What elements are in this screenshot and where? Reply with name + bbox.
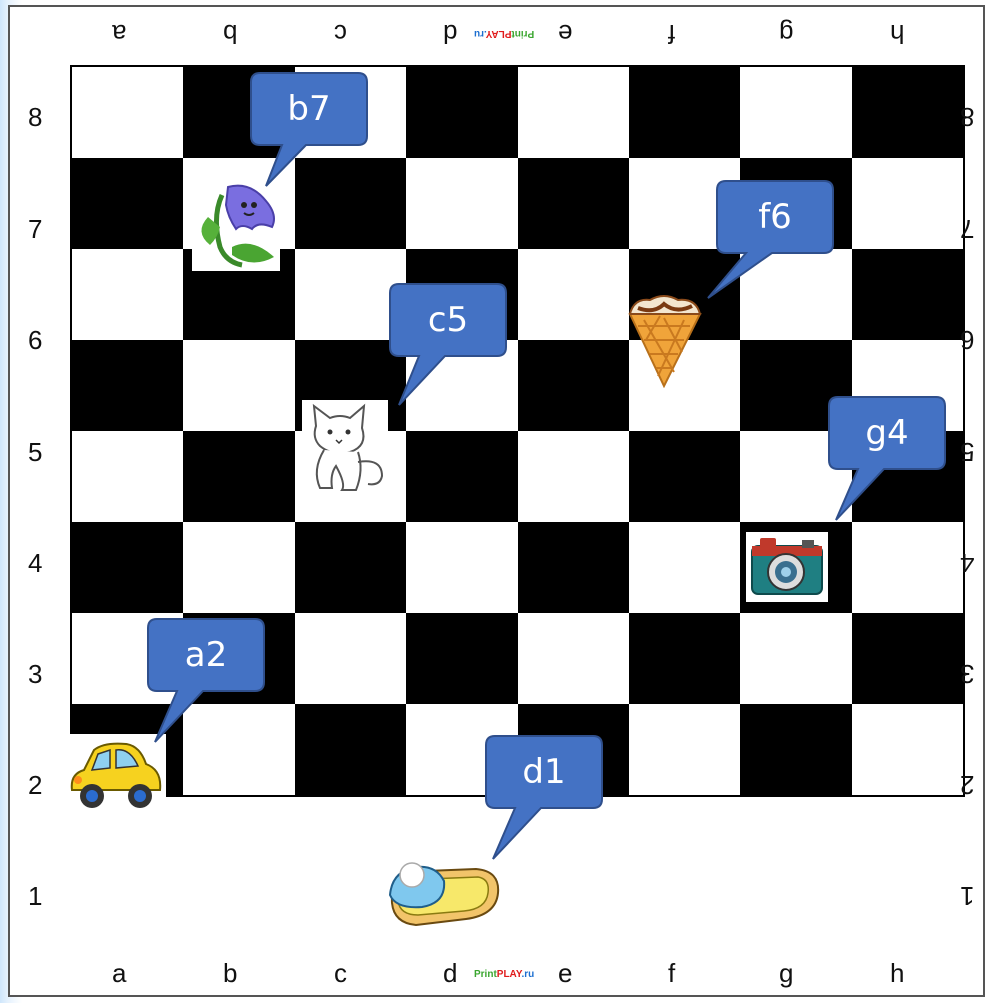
square-c2 — [295, 613, 406, 704]
file-label-bottom-b: b — [223, 960, 237, 986]
callout-g4: g4 — [828, 396, 946, 470]
rank-label-right-5: 5 — [960, 439, 974, 465]
square-d3 — [406, 522, 517, 613]
square-a4 — [72, 431, 183, 522]
square-a6 — [72, 249, 183, 340]
callout-f6: f6 — [716, 180, 834, 254]
callout-label: d1 — [485, 735, 603, 809]
square-e8 — [518, 67, 629, 158]
file-label-bottom-c: c — [334, 960, 347, 986]
square-a5 — [72, 340, 183, 431]
slipper-icon — [386, 845, 504, 939]
square-c3 — [295, 522, 406, 613]
rank-label-left-4: 4 — [28, 550, 42, 576]
watermark-top: PrintPLAY.ru — [474, 28, 534, 39]
square-h2 — [852, 613, 963, 704]
square-b4 — [183, 431, 294, 522]
square-d8 — [406, 67, 517, 158]
square-e2 — [518, 613, 629, 704]
rank-label-left-8: 8 — [28, 104, 42, 130]
square-d7 — [406, 158, 517, 249]
file-label-bottom-h: h — [890, 960, 904, 986]
rank-label-right-3: 3 — [960, 661, 974, 687]
file-label-top-b: b — [223, 21, 237, 47]
callout-b7: b7 — [250, 72, 368, 146]
file-label-top-c: c — [334, 21, 347, 47]
file-label-bottom-e: e — [558, 960, 572, 986]
file-label-top-a: a — [112, 21, 126, 47]
file-label-top-e: e — [558, 21, 572, 47]
square-f1 — [629, 704, 740, 795]
file-label-top-f: f — [668, 21, 675, 47]
square-c1 — [295, 704, 406, 795]
square-h7 — [852, 158, 963, 249]
file-label-bottom-f: f — [668, 960, 675, 986]
square-e4 — [518, 431, 629, 522]
file-label-top-d: d — [443, 21, 457, 47]
square-a8 — [72, 67, 183, 158]
callout-c5: c5 — [389, 283, 507, 357]
rank-label-right-2: 2 — [960, 772, 974, 798]
rank-label-left-3: 3 — [28, 661, 42, 687]
square-a7 — [72, 158, 183, 249]
watermark-bottom: PrintPLAY.ru — [474, 969, 534, 980]
kitten-icon — [302, 400, 388, 494]
square-d4 — [406, 431, 517, 522]
car-icon — [64, 734, 166, 820]
file-label-top-g: g — [779, 21, 793, 47]
rank-label-left-5: 5 — [28, 439, 42, 465]
rank-label-left-2: 2 — [28, 772, 42, 798]
square-f3 — [629, 522, 740, 613]
rank-label-left-7: 7 — [28, 216, 42, 242]
square-e6 — [518, 249, 629, 340]
square-b5 — [183, 340, 294, 431]
rank-label-right-1: 1 — [960, 883, 974, 909]
square-b3 — [183, 522, 294, 613]
callout-label: c5 — [389, 283, 507, 357]
file-label-top-h: h — [890, 21, 904, 47]
square-f8 — [629, 67, 740, 158]
square-b1 — [183, 704, 294, 795]
square-f4 — [629, 431, 740, 522]
square-g2 — [740, 613, 851, 704]
square-c7 — [295, 158, 406, 249]
rank-label-right-8: 8 — [960, 104, 974, 130]
rank-label-left-6: 6 — [28, 327, 42, 353]
callout-a2: a2 — [147, 618, 265, 692]
square-a3 — [72, 522, 183, 613]
square-e5 — [518, 340, 629, 431]
square-f2 — [629, 613, 740, 704]
square-e3 — [518, 522, 629, 613]
square-h3 — [852, 522, 963, 613]
callout-d1: d1 — [485, 735, 603, 809]
callout-label: g4 — [828, 396, 946, 470]
callout-label: f6 — [716, 180, 834, 254]
bellflower-icon — [192, 177, 280, 271]
square-d2 — [406, 613, 517, 704]
rank-label-right-6: 6 — [960, 327, 974, 353]
chessboard-frame: a b c d e f g h PrintPLAY.ru a b c d e f… — [8, 5, 985, 997]
file-label-bottom-g: g — [779, 960, 793, 986]
square-h6 — [852, 249, 963, 340]
square-h8 — [852, 67, 963, 158]
callout-label: a2 — [147, 618, 265, 692]
square-e7 — [518, 158, 629, 249]
rank-label-left-1: 1 — [28, 883, 42, 909]
square-h1 — [852, 704, 963, 795]
file-label-bottom-a: a — [112, 960, 126, 986]
callout-label: b7 — [250, 72, 368, 146]
camera-icon — [746, 532, 828, 602]
rank-label-right-7: 7 — [960, 216, 974, 242]
square-g1 — [740, 704, 851, 795]
file-label-bottom-d: d — [443, 960, 457, 986]
square-g8 — [740, 67, 851, 158]
rank-label-right-4: 4 — [960, 550, 974, 576]
ice-cream-cone-icon — [624, 292, 704, 388]
